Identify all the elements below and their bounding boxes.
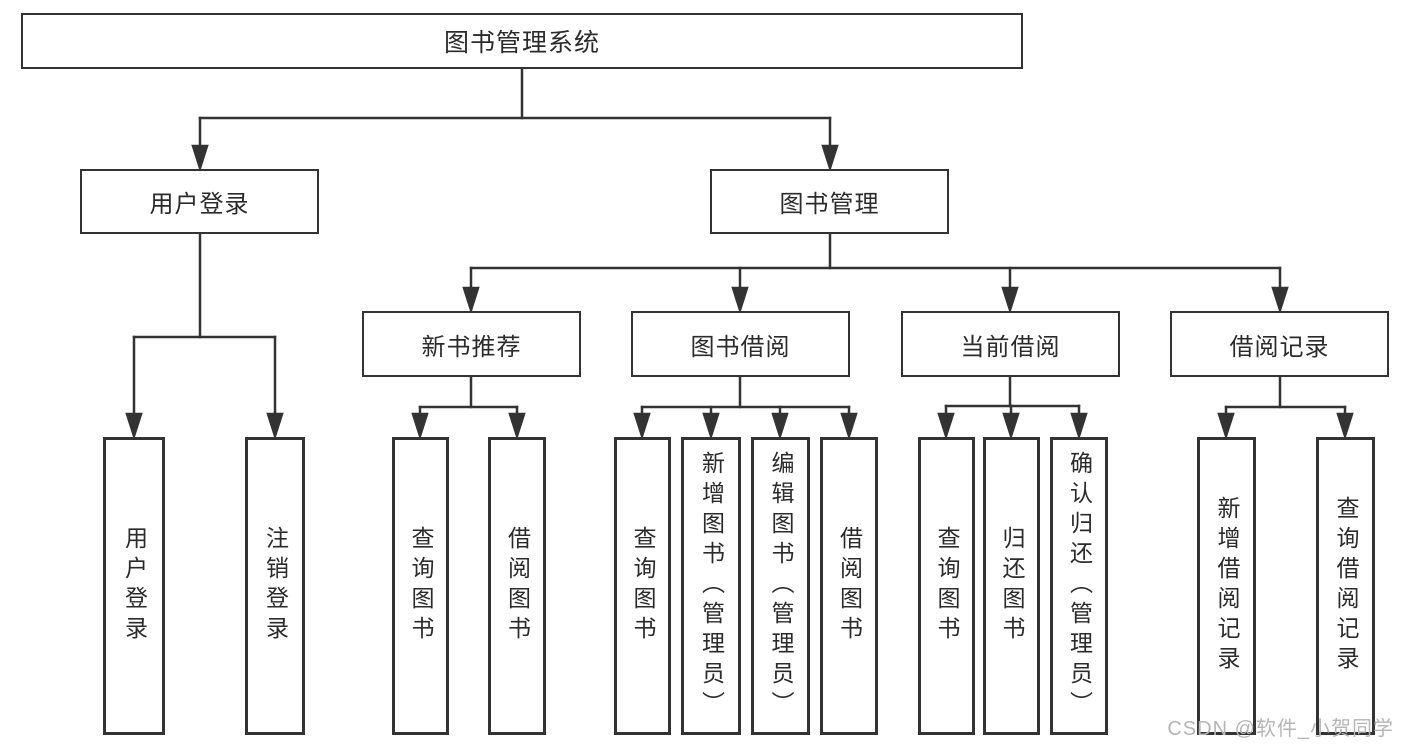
- leaf-query-books-recommend-label: 查询图书: [408, 526, 434, 646]
- leaf-return-books-label: 归还图书: [999, 526, 1025, 646]
- node-current-borrow-label: 当前借阅: [960, 333, 1061, 361]
- connector-new-book-to-leaves: [411, 375, 526, 441]
- connector-root-to-level2: [191, 67, 839, 173]
- leaf-query-books-borrow-label: 查询图书: [630, 526, 656, 646]
- leaf-logout-label: 注销登录: [262, 526, 289, 646]
- connector-borrow-records-to-leaves: [1217, 375, 1354, 441]
- node-root-system-label: 图书管理系统: [443, 29, 600, 57]
- leaf-add-books-admin: 新增图书（管理员）: [681, 437, 741, 735]
- leaf-user-login-label: 用户登录: [121, 526, 148, 646]
- node-book-borrow-label: 图书借阅: [690, 333, 791, 361]
- node-current-borrow: 当前借阅: [901, 311, 1120, 377]
- leaf-confirm-return-admin: 确认归还（管理员）: [1050, 437, 1108, 735]
- leaf-return-books: 归还图书: [983, 437, 1040, 735]
- node-book-management: 图书管理: [710, 169, 949, 234]
- node-user-login-label: 用户登录: [149, 191, 250, 218]
- node-new-book-recommend: 新书推荐: [362, 311, 581, 377]
- node-borrow-records-label: 借阅记录: [1229, 333, 1330, 361]
- leaf-query-borrow-record: 查询借阅记录: [1316, 437, 1375, 735]
- node-book-management-label: 图书管理: [779, 191, 880, 218]
- leaf-query-books-current: 查询图书: [918, 437, 975, 735]
- leaf-query-books-recommend: 查询图书: [392, 437, 449, 735]
- leaf-query-borrow-record-label: 查询借阅记录: [1333, 496, 1359, 676]
- node-root-system: 图书管理系统: [21, 13, 1023, 69]
- connector-user-login-to-leaves: [125, 232, 284, 441]
- leaf-borrow-books-recommend: 借阅图书: [488, 437, 546, 735]
- node-borrow-records: 借阅记录: [1170, 311, 1389, 377]
- leaf-logout: 注销登录: [245, 437, 305, 735]
- node-book-borrow: 图书借阅: [631, 311, 850, 377]
- leaf-confirm-return-admin-label: 确认归还（管理员）: [1066, 451, 1093, 721]
- leaf-edit-books-admin: 编辑图书（管理员）: [751, 437, 810, 735]
- leaf-add-borrow-record: 新增借阅记录: [1197, 437, 1256, 735]
- leaf-borrow-books-borrow-label: 借阅图书: [836, 526, 863, 646]
- connector-book-borrow-to-leaves: [633, 375, 858, 441]
- leaf-query-books-borrow: 查询图书: [614, 437, 671, 735]
- leaf-borrow-books-recommend-label: 借阅图书: [504, 526, 531, 646]
- leaf-add-borrow-record-label: 新增借阅记录: [1214, 496, 1240, 676]
- leaf-add-books-admin-label: 新增图书（管理员）: [698, 451, 725, 721]
- leaf-edit-books-admin-label: 编辑图书（管理员）: [768, 451, 794, 721]
- connector-book-management-to-level3: [462, 232, 1289, 315]
- node-user-login: 用户登录: [80, 169, 319, 234]
- node-new-book-recommend-label: 新书推荐: [421, 333, 522, 361]
- leaf-user-login: 用户登录: [103, 437, 165, 735]
- leaf-borrow-books-borrow: 借阅图书: [820, 437, 878, 735]
- connector-current-borrow-to-leaves: [937, 375, 1088, 441]
- leaf-query-books-current-label: 查询图书: [934, 526, 960, 646]
